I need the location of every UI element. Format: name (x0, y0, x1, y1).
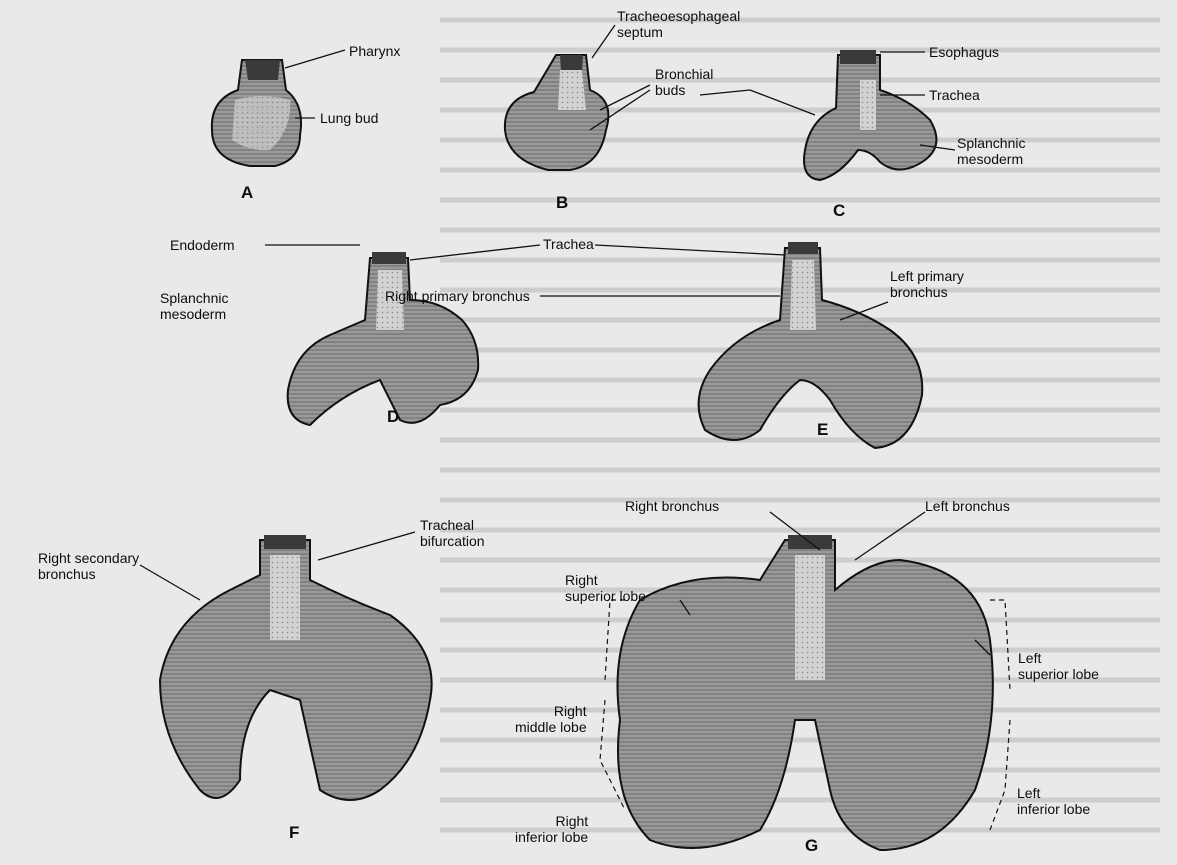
stage-d-primary-buds (288, 252, 479, 425)
panel-label-c: C (833, 201, 845, 221)
panel-label-e: E (817, 420, 828, 440)
label-splanchnic-mesoderm-d: Splanchnic mesoderm (160, 290, 229, 322)
label-lung-bud: Lung bud (320, 110, 378, 126)
label-left-superior-lobe: Left superior lobe (1018, 650, 1099, 682)
label-pharynx: Pharynx (349, 43, 400, 59)
stage-f-secondary-bronchi (160, 535, 432, 800)
label-splanchnic-mesoderm-c: Splanchnic mesoderm (957, 135, 1026, 167)
label-bronchial-buds: Bronchial buds (655, 66, 713, 98)
label-tracheoesophageal-septum: Tracheoesophageal septum (617, 8, 740, 40)
label-right-superior-lobe: Right superior lobe (565, 572, 646, 604)
panel-label-b: B (556, 193, 568, 213)
panel-label-f: F (289, 823, 299, 843)
panel-label-d: D (387, 407, 399, 427)
stage-e-primary-bronchi (699, 242, 923, 448)
label-endoderm: Endoderm (170, 237, 235, 253)
label-right-primary-bronchus: Right primary bronchus (385, 288, 530, 304)
label-esophagus: Esophagus (929, 44, 999, 60)
label-right-middle-lobe: Right middle lobe (515, 703, 587, 735)
label-left-bronchus: Left bronchus (925, 498, 1010, 514)
label-right-inferior-lobe: Right inferior lobe (515, 813, 588, 845)
label-left-primary-bronchus: Left primary bronchus (890, 268, 964, 300)
stage-b-bronchial-buds (505, 55, 609, 170)
stage-g-lobes (618, 535, 993, 850)
label-trachea-c: Trachea (929, 87, 980, 103)
label-trachea-de: Trachea (543, 236, 594, 252)
label-left-inferior-lobe: Left inferior lobe (1017, 785, 1090, 817)
label-tracheal-bifurcation: Tracheal bifurcation (420, 517, 485, 549)
panel-label-g: G (805, 836, 818, 856)
label-right-secondary-bronchus: Right secondary bronchus (38, 550, 139, 582)
panel-label-a: A (241, 183, 253, 203)
label-right-bronchus: Right bronchus (625, 498, 719, 514)
stage-c-trachea-esophagus (804, 50, 936, 180)
stage-a-lung-bud (212, 60, 301, 166)
